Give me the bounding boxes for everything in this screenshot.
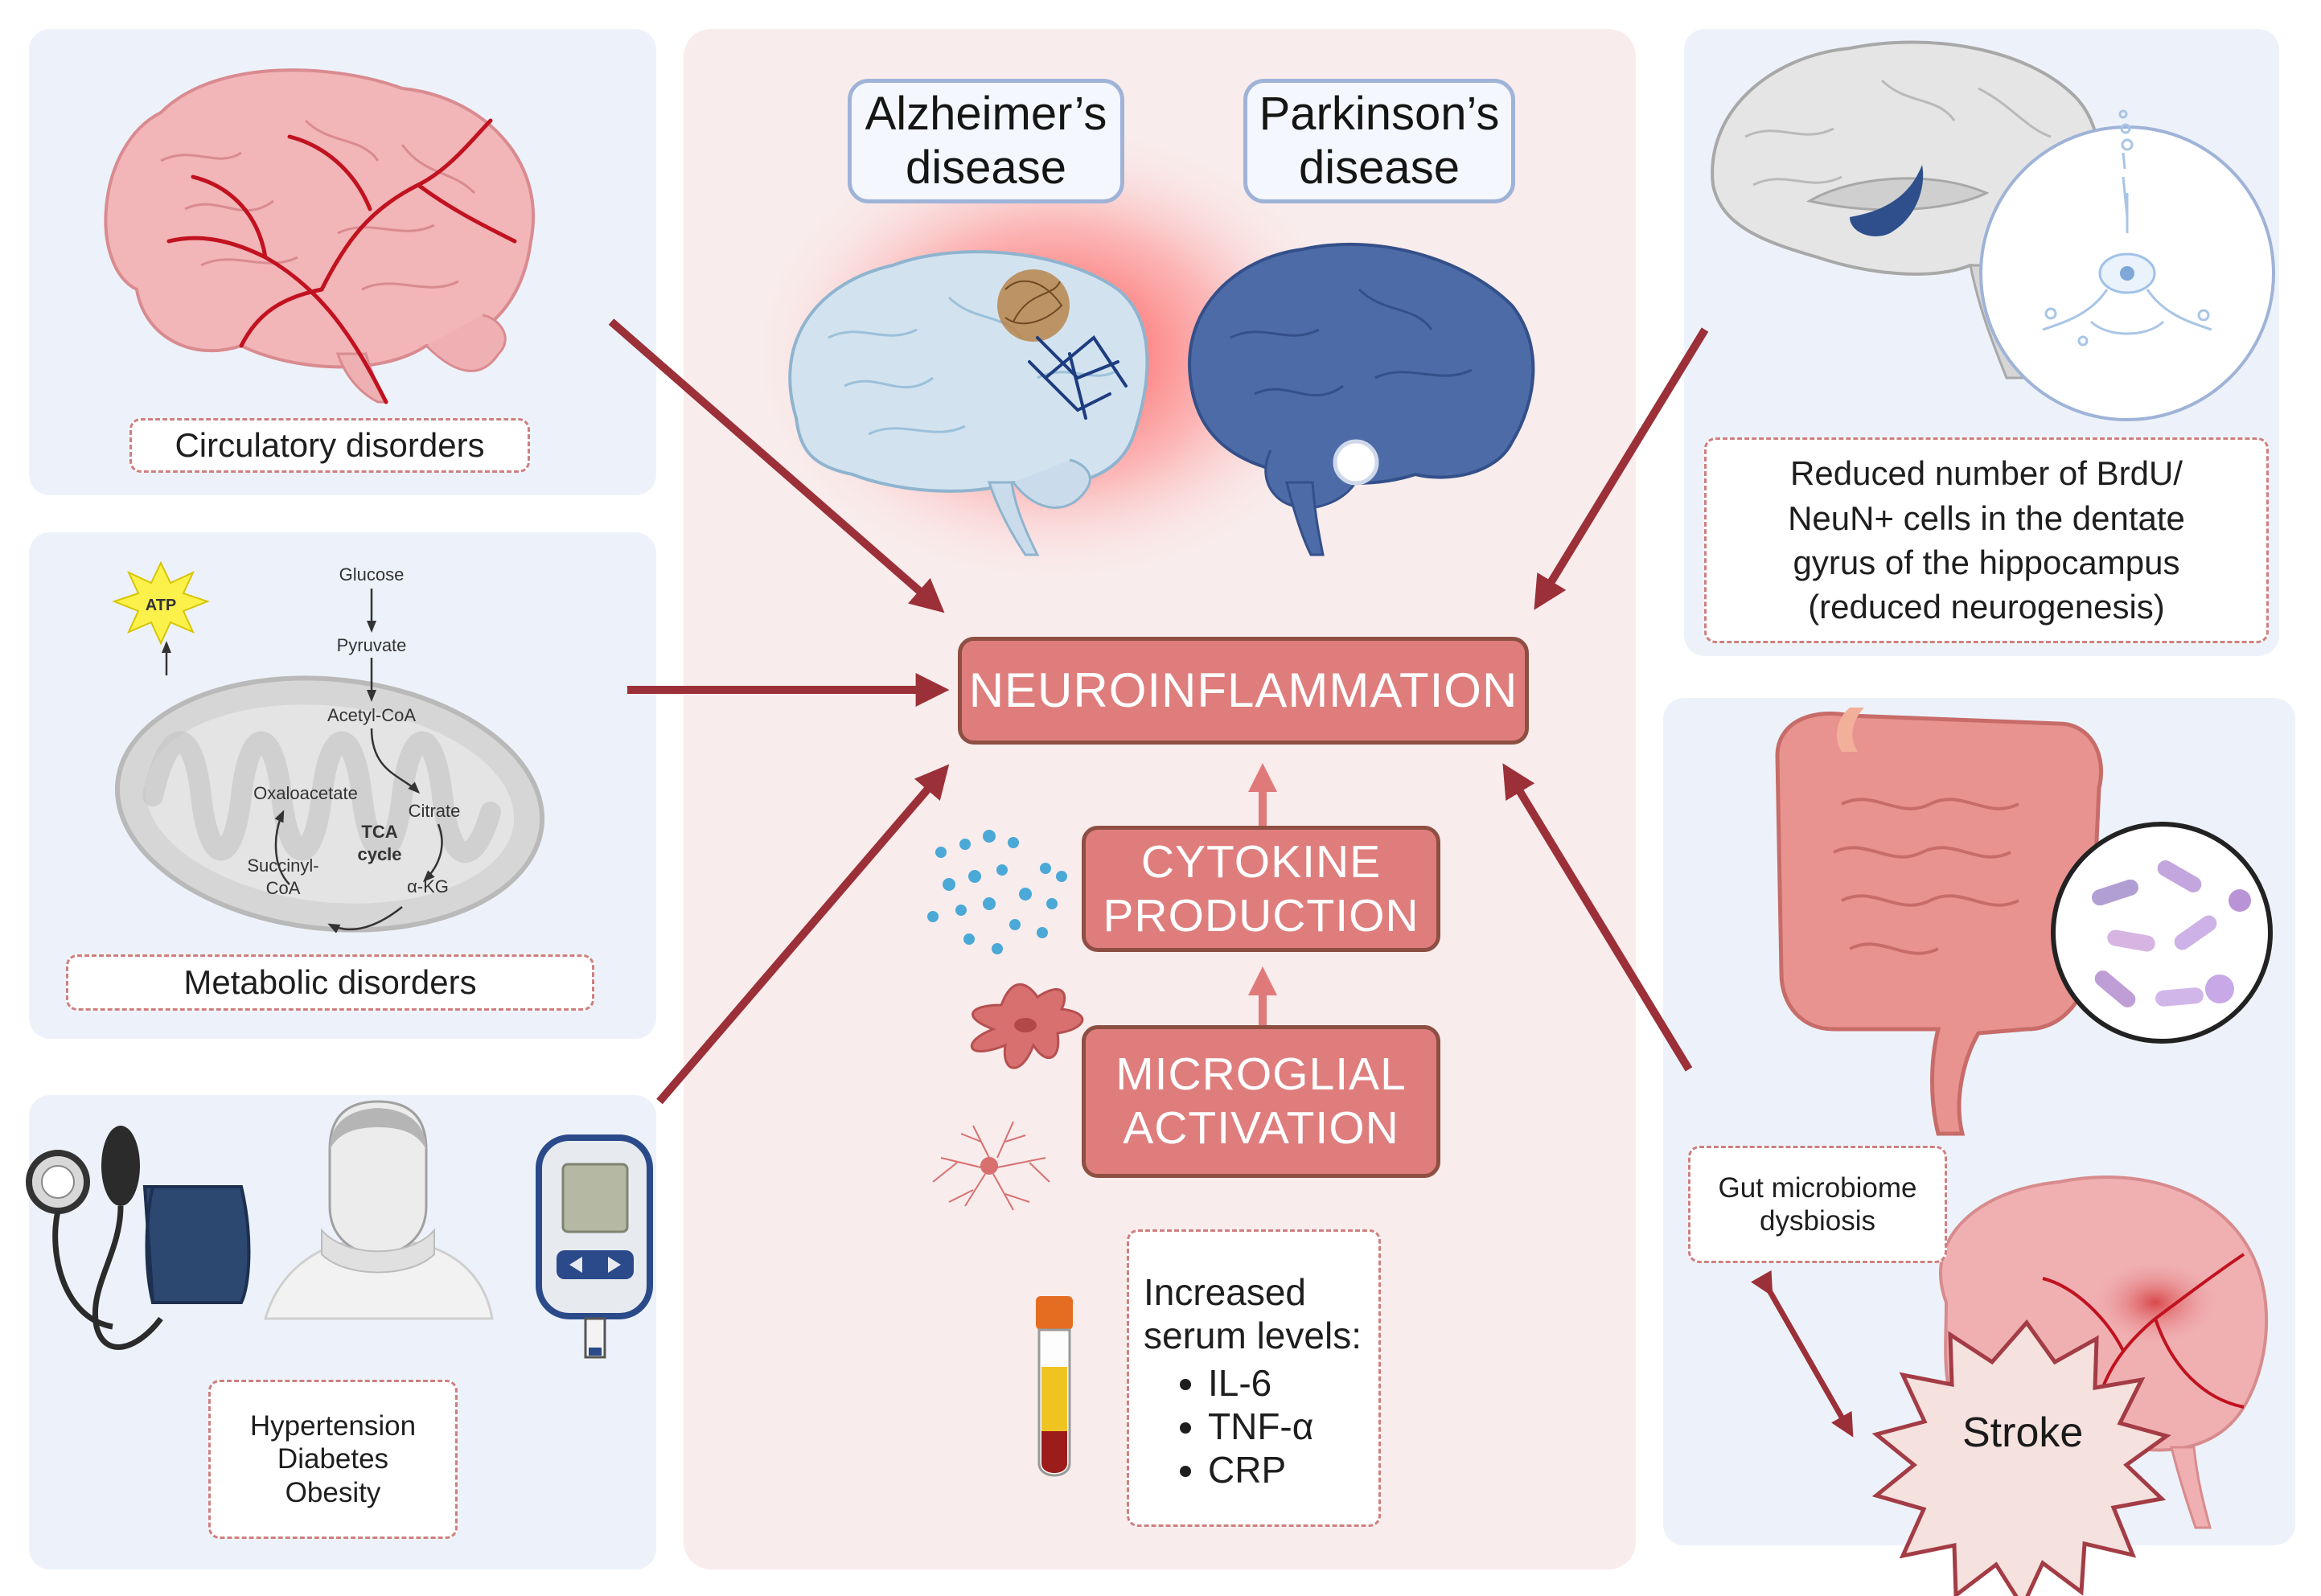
neurogenesis-line-1: Reduced number of BrdU/ bbox=[1790, 454, 2183, 493]
parkinsons-line-1: Parkinson’s bbox=[1259, 87, 1500, 140]
intestine-illustration bbox=[1775, 708, 2104, 1136]
parkinsons-box: Parkinson’s disease bbox=[1243, 79, 1515, 203]
tca-cycle-labels: ATP Glucose Pyruvate Acetyl-CoA Citrate … bbox=[146, 564, 461, 898]
marker-crp: CRP bbox=[1208, 1448, 1313, 1491]
obese-person-illustration bbox=[264, 1100, 494, 1320]
parkinsons-line-2: disease bbox=[1299, 141, 1460, 194]
serum-levels-label: Increased serum levels: IL-6 TNF-α CRP bbox=[1127, 1229, 1381, 1527]
stroke-label: Stroke bbox=[1962, 1409, 2084, 1456]
acetyl-coa-label: Acetyl-CoA bbox=[327, 705, 416, 725]
alzheimers-line-1: Alzheimer’s bbox=[865, 87, 1107, 140]
stroke-starburst bbox=[1871, 1319, 2171, 1596]
neurogenesis-label: Reduced number of BrdU/ NeuN+ cells in t… bbox=[1704, 437, 2269, 643]
serum-heading-line-2: serum levels: bbox=[1144, 1315, 1362, 1357]
diabetes-text: Diabetes bbox=[277, 1443, 389, 1475]
parkinsons-brain-illustration bbox=[1188, 242, 1535, 556]
alzheimers-box: Alzheimer’s disease bbox=[848, 79, 1124, 203]
arrow-gut bbox=[1502, 763, 1693, 1072]
alpha-kg-label: α-KG bbox=[407, 876, 449, 896]
obesity-text: Obesity bbox=[285, 1476, 381, 1508]
gut-line-2: dysbiosis bbox=[1760, 1205, 1875, 1237]
succinyl-coa-label: CoA bbox=[266, 878, 301, 898]
hypertension-text: Hypertension bbox=[249, 1410, 417, 1442]
cytokine-production-box: CYTOKINE PRODUCTION bbox=[1082, 826, 1440, 952]
succinyl-label: Succinyl- bbox=[247, 855, 318, 876]
sagittal-brain-illustration bbox=[1711, 40, 2275, 421]
microglial-line-2: ACTIVATION bbox=[1123, 1102, 1399, 1154]
blood-tube-icon bbox=[1036, 1296, 1073, 1477]
glucometer-illustration bbox=[536, 1134, 653, 1359]
pyruvate-label: Pyruvate bbox=[337, 635, 407, 655]
neurogenesis-line-4: (reduced neurogenesis) bbox=[1808, 588, 2165, 626]
neuroinflammation-box: NEUROINFLAMMATION bbox=[958, 637, 1529, 745]
arrow-circulatory-main bbox=[608, 318, 945, 613]
blood-pressure-cuff-illustration bbox=[26, 1126, 251, 1350]
activated-microglia-icon bbox=[970, 983, 1084, 1069]
metabolic-text: Metabolic disorders bbox=[183, 963, 477, 1002]
neuroinflammation-label: NEUROINFLAMMATION bbox=[968, 663, 1518, 717]
bacteria-magnifier-illustration bbox=[2051, 822, 2273, 1044]
resting-microglia-icon bbox=[932, 1121, 1050, 1211]
mitochondrion-illustration bbox=[112, 560, 545, 933]
alzheimers-line-2: disease bbox=[906, 141, 1066, 194]
arrow-neurogenesis bbox=[1534, 327, 1709, 610]
risk-factors-label: Hypertension Diabetes Obesity bbox=[208, 1380, 458, 1539]
glucose-label: Glucose bbox=[339, 564, 405, 585]
neurogenesis-line-3: gyrus of the hippocampus bbox=[1793, 544, 2180, 581]
cycle-label: cycle bbox=[357, 844, 401, 864]
citrate-label: Citrate bbox=[409, 801, 461, 821]
arrow-gut-stroke bbox=[1751, 1270, 1854, 1438]
gut-line-1: Gut microbiome bbox=[1718, 1171, 1917, 1204]
microglial-activation-box: MICROGLIAL ACTIVATION bbox=[1082, 1025, 1440, 1178]
cytokine-line-1: CYTOKINE bbox=[1140, 835, 1382, 888]
tca-label: TCA bbox=[361, 822, 397, 842]
marker-il6: IL-6 bbox=[1208, 1361, 1313, 1405]
microglial-line-1: MICROGLIAL bbox=[1115, 1048, 1407, 1101]
oxaloacetate-label: Oxaloacetate bbox=[253, 783, 358, 803]
marker-tnf: TNF-α bbox=[1208, 1405, 1313, 1448]
gut-dysbiosis-label: Gut microbiome dysbiosis bbox=[1688, 1146, 1947, 1263]
circulatory-brain-illustration bbox=[104, 68, 536, 404]
circulatory-label: Circulatory disorders bbox=[129, 418, 530, 473]
arrow-risk-factors bbox=[656, 764, 950, 1105]
cytokine-dots bbox=[927, 830, 1067, 954]
circulatory-text: Circulatory disorders bbox=[175, 426, 485, 465]
cytokine-line-2: PRODUCTION bbox=[1103, 889, 1419, 942]
atp-label: ATP bbox=[146, 597, 177, 614]
alzheimers-brain-illustration bbox=[788, 250, 1149, 556]
serum-heading-line-1: Increased bbox=[1144, 1271, 1307, 1313]
serum-markers-list: IL-6 TNF-α CRP bbox=[1144, 1361, 1313, 1492]
metabolic-label: Metabolic disorders bbox=[66, 954, 594, 1011]
neurogenesis-line-2: NeuN+ cells in the dentate bbox=[1788, 498, 2185, 537]
